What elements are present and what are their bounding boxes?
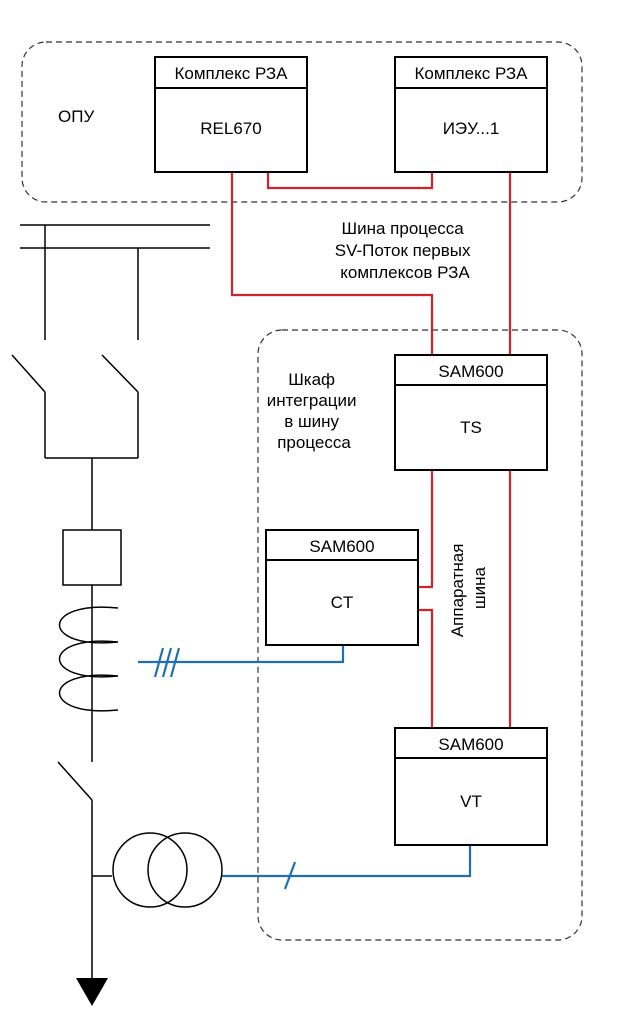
voltage-transformer-icon — [112, 832, 188, 908]
ieu-header: Комплекс РЗА — [414, 64, 528, 83]
disconnector-left-icon — [11, 354, 46, 393]
circuit-breaker-icon — [62, 529, 122, 586]
opu-zone — [21, 41, 583, 203]
opu-label: ОПУ — [58, 107, 94, 126]
ieu-name: ИЭУ...1 — [443, 119, 500, 138]
disconnector-right-icon — [101, 354, 139, 393]
ct-header: SAM600 — [309, 537, 374, 556]
output-arrow-icon — [76, 978, 108, 1006]
process-bus-label: Шина процесса SV-Поток первых комплексов… — [335, 219, 476, 282]
ieu-device: Комплекс РЗА ИЭУ...1 — [394, 56, 548, 173]
ts-header: SAM600 — [438, 362, 503, 381]
cabinet-zone — [257, 329, 583, 941]
line-disconnector-icon — [57, 761, 93, 801]
ct-device: SAM600 CT — [265, 529, 419, 646]
vt-header: SAM600 — [438, 735, 503, 754]
ts-device: SAM600 TS — [394, 354, 548, 471]
ct-name: CT — [331, 593, 354, 612]
vt-device: SAM600 VT — [394, 727, 548, 846]
ts-name: TS — [460, 418, 482, 437]
analog-links — [138, 645, 472, 890]
hardware-bus-label: Аппаратная шина — [448, 539, 489, 637]
primary-circuit — [11, 224, 223, 1006]
vt-name: VT — [460, 792, 482, 811]
rel670-header: Комплекс РЗА — [174, 64, 288, 83]
process-bus-lines — [230, 172, 512, 728]
rel670-device: Комплекс РЗА REL670 — [154, 56, 308, 173]
current-transformer-icon — [59, 606, 119, 712]
cabinet-label: Шкаф интеграции в шину процесса — [267, 370, 362, 452]
rel670-name: REL670 — [200, 119, 261, 138]
